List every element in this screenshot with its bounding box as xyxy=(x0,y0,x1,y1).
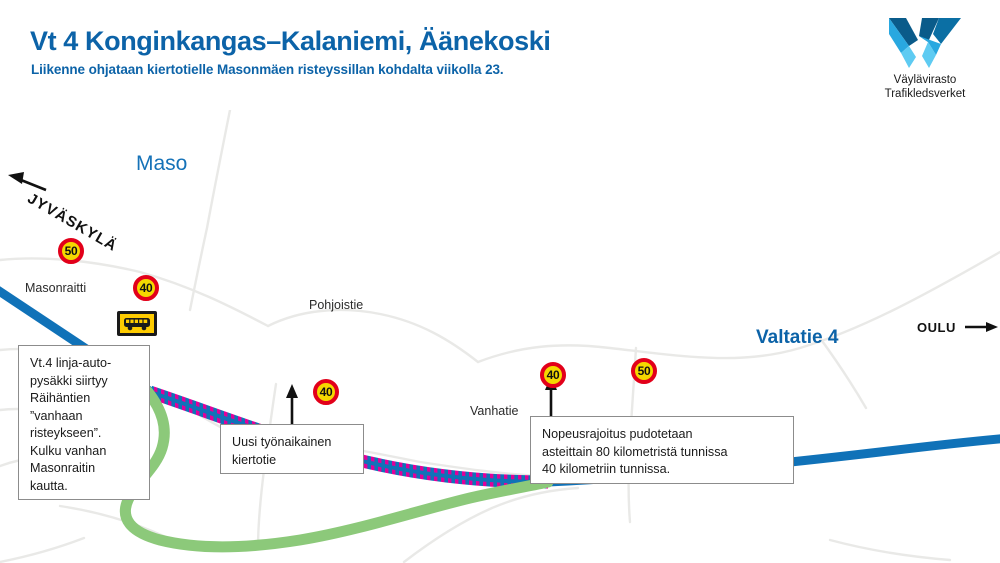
bus-stop-sign xyxy=(117,311,157,336)
header: Vt 4 Konginkangas–Kalaniemi, Äänekoski L… xyxy=(0,0,1000,120)
callout-detour: Uusi työnaikainen kiertotie xyxy=(220,424,364,474)
page-title: Vt 4 Konginkangas–Kalaniemi, Äänekoski xyxy=(30,26,551,56)
speed-sign-50-east: 50 xyxy=(631,358,657,384)
speed-sign-40-west: 40 xyxy=(133,275,159,301)
callout-arrow-detour xyxy=(286,384,298,424)
logo-v-icon xyxy=(889,18,961,68)
bus-icon xyxy=(124,317,150,330)
detour-route-green xyxy=(119,386,554,553)
callout-bus-stop: Vt.4 linja-auto- pysäkki siirtyy Räihänt… xyxy=(18,345,150,500)
map-graphics xyxy=(0,110,1000,563)
map-canvas xyxy=(0,110,1000,563)
logo-text-sv: Trafikledsverket xyxy=(884,88,966,100)
logo-text-fi: Väylävirasto xyxy=(893,74,957,86)
vaylavirasto-logo: Väylävirasto Trafikledsverket xyxy=(865,18,985,108)
jyvaskyla-direction-arrow xyxy=(8,172,47,192)
callout-speed-limit: Nopeusrajoitus pudotetaan asteittain 80 … xyxy=(530,416,794,484)
logo-text: Väylävirasto Trafikledsverket xyxy=(865,73,985,101)
speed-sign-40-east: 40 xyxy=(540,362,566,388)
speed-sign-50-west: 50 xyxy=(58,238,84,264)
oulu-direction-arrow xyxy=(965,322,998,332)
speed-sign-40-detour: 40 xyxy=(313,379,339,405)
page-subtitle: Liikenne ohjataan kiertotielle Masonmäen… xyxy=(31,62,504,77)
